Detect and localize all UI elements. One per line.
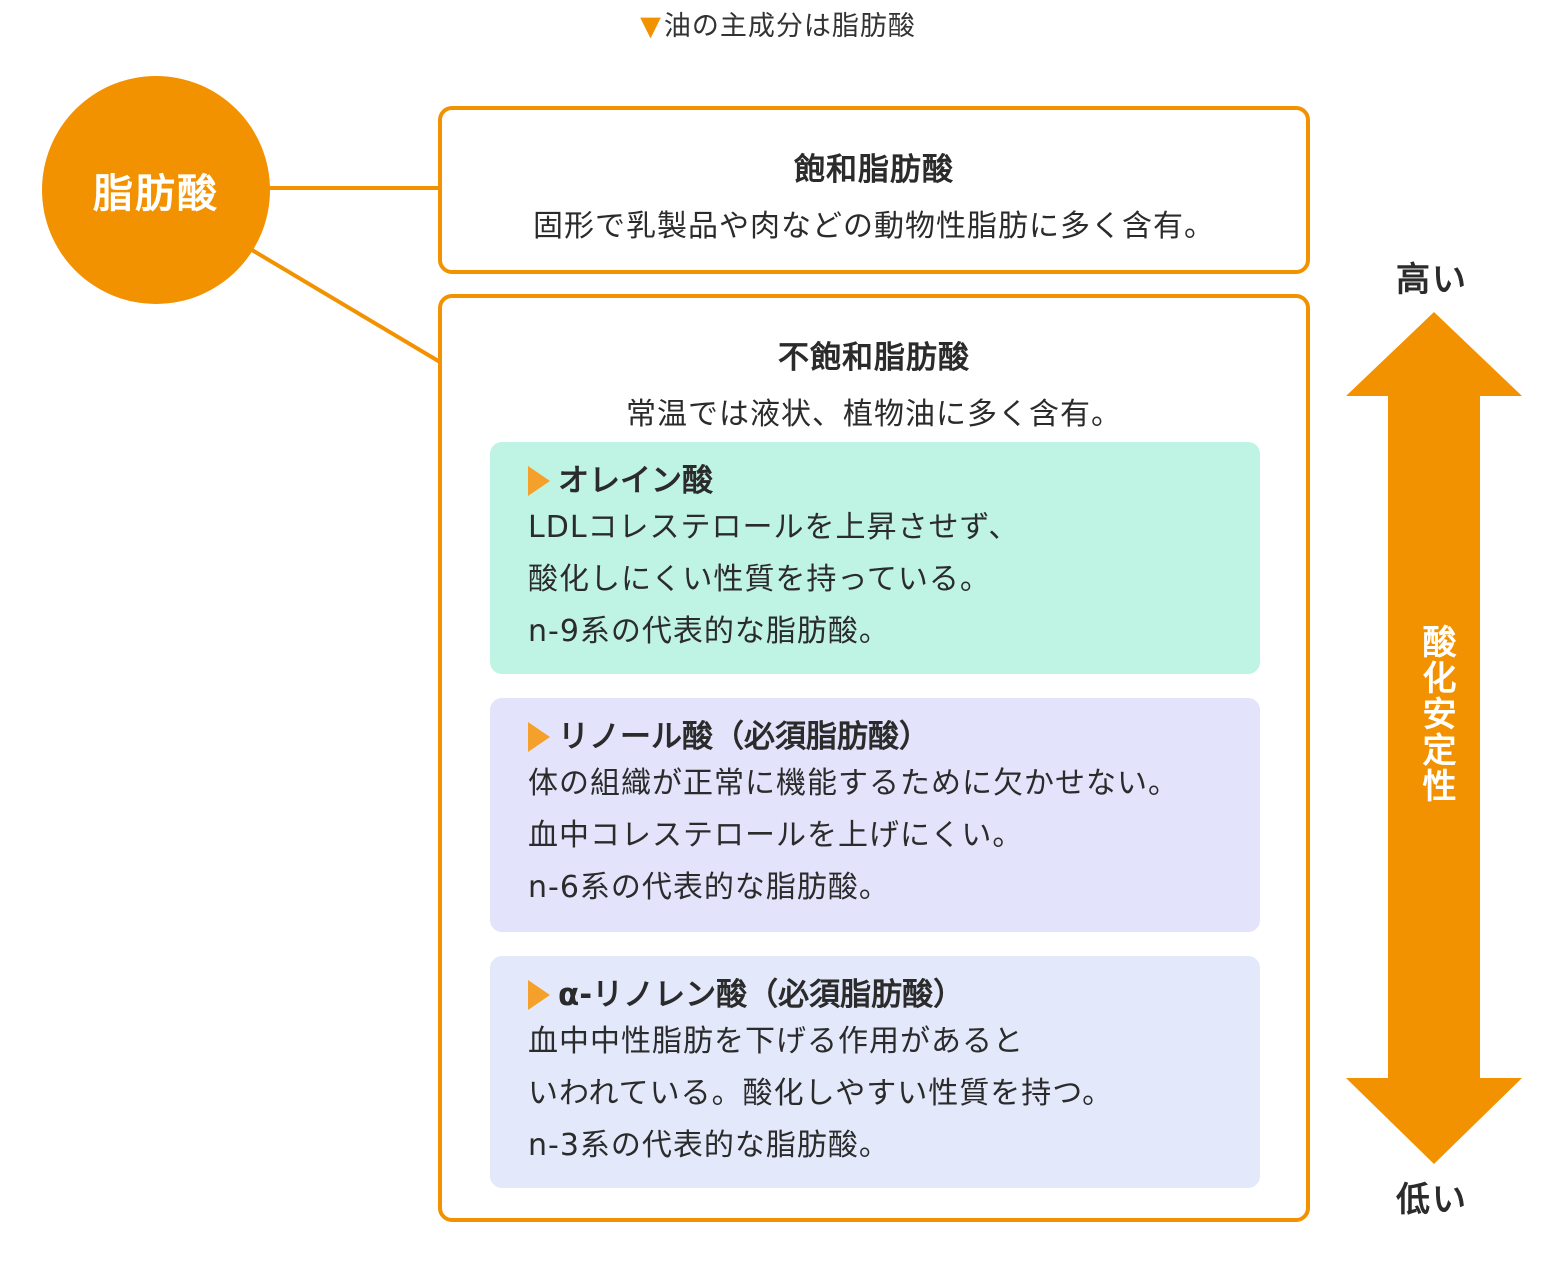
double-arrow-icon [1346, 312, 1522, 1164]
saturated-title: 飽和脂肪酸 [794, 152, 954, 188]
unsaturated-description: 常温では液状、植物油に多く含有。 [626, 397, 1122, 432]
caption-text: 油の主成分は脂肪酸 [663, 11, 916, 42]
saturated-fatty-acid-box: 飽和脂肪酸 固形で乳製品や肉などの動物性脂肪に多く含有。 [438, 106, 1310, 274]
down-triangle-icon: ▼ [640, 11, 662, 42]
unsaturated-fatty-acid-box: 不飽和脂肪酸 常温では液状、植物油に多く含有。 オレイン酸 LDLコレステロール… [438, 294, 1310, 1222]
saturated-description: 固形で乳製品や肉などの動物性脂肪に多く含有。 [533, 209, 1215, 244]
play-triangle-icon [528, 722, 550, 752]
scale-low-label: 低い [1396, 1180, 1468, 1220]
oleic-acid-title: オレイン酸 [558, 463, 713, 499]
alpha-linolenic-acid-line-1: 血中中性脂肪を下げる作用があると [528, 1024, 1024, 1059]
linoleic-acid-card: リノール酸（必須脂肪酸） 体の組織が正常に機能するために欠かせない。 血中コレス… [490, 698, 1260, 932]
oleic-acid-card: オレイン酸 LDLコレステロールを上昇させず、 酸化しにくい性質を持っている。 … [490, 442, 1260, 674]
scale-high-label: 高い [1396, 260, 1468, 300]
oleic-acid-line-2: 酸化しにくい性質を持っている。 [528, 562, 991, 597]
play-triangle-icon [528, 980, 550, 1010]
linoleic-acid-line-1: 体の組織が正常に機能するために欠かせない。 [528, 766, 1179, 801]
oleic-acid-line-3: n-9系の代表的な脂肪酸。 [528, 614, 890, 649]
connector-to-unsaturated [250, 248, 442, 364]
linoleic-acid-line-3: n-6系の代表的な脂肪酸。 [528, 870, 890, 905]
linoleic-acid-title-row: リノール酸（必須脂肪酸） [528, 716, 1260, 758]
figure-caption: ▼油の主成分は脂肪酸 [0, 4, 1556, 43]
alpha-linolenic-acid-title: α-リノレン酸（必須脂肪酸） [558, 977, 965, 1013]
oxidation-stability-label: 酸化安定性 [1416, 624, 1456, 804]
fatty-acid-label: 脂肪酸 [93, 171, 219, 217]
fatty-acid-node: 脂肪酸 [42, 76, 270, 304]
play-triangle-icon [528, 466, 550, 496]
unsaturated-title: 不飽和脂肪酸 [778, 340, 970, 376]
alpha-linolenic-acid-line-2: いわれている。酸化しやすい性質を持つ。 [528, 1076, 1114, 1111]
alpha-linolenic-acid-line-3: n-3系の代表的な脂肪酸。 [528, 1128, 890, 1163]
alpha-linolenic-acid-card: α-リノレン酸（必須脂肪酸） 血中中性脂肪を下げる作用があると いわれている。酸… [490, 956, 1260, 1188]
oleic-acid-line-1: LDLコレステロールを上昇させず、 [528, 510, 1020, 545]
linoleic-acid-line-2: 血中コレステロールを上げにくい。 [528, 818, 1024, 853]
linoleic-acid-title: リノール酸（必須脂肪酸） [558, 719, 930, 755]
alpha-linolenic-acid-title-row: α-リノレン酸（必須脂肪酸） [528, 974, 1260, 1016]
oleic-acid-title-row: オレイン酸 [528, 460, 1260, 502]
